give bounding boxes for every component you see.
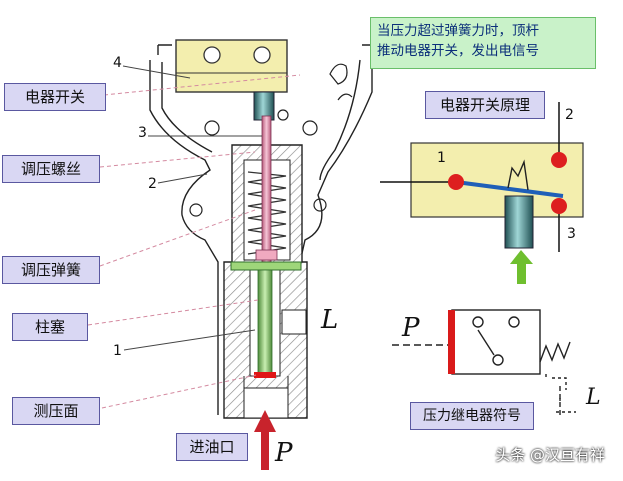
contact-number-3: 3 [567,226,576,242]
label-adjusting-screw: 调压螺丝 [2,155,100,183]
contact-number-2: 2 [565,107,574,123]
part-number-1: 1 [113,343,122,359]
port-l-symbol: L [586,385,601,410]
label-plunger: 柱塞 [12,313,88,341]
inlet-arrow [254,410,276,470]
note-line-1: 当压力超过弹簧力时，顶杆 [377,23,539,39]
contact-number-1: 1 [437,150,446,166]
ejector-rod [261,115,272,265]
lever-frame [149,44,377,415]
measuring-face [254,372,276,378]
port-p-symbol: P [402,313,420,343]
label-adjusting-spring: 调压弹簧 [2,256,100,284]
part-number-2: 2 [148,176,157,192]
label-measuring-face: 测压面 [12,397,100,425]
adjusting-spring [247,171,287,255]
plunger [257,269,273,375]
pressure-relay-symbol [392,309,576,418]
port-l-main: L [321,305,339,335]
electric-switch [175,39,288,121]
part-number-4: 4 [113,55,122,71]
explanation-note: 当压力超过弹簧力时，顶杆 推动电器开关，发出电信号 [370,17,596,69]
label-relay-symbol: 压力继电器符号 [410,402,534,430]
part-number-3: 3 [138,125,147,141]
label-switch-principle: 电器开关原理 [425,91,545,119]
rod-cap [255,249,278,261]
switch-principle-box [380,102,584,284]
leader-lines [87,65,301,409]
watermark: 头条 @汉亘有祥 [495,446,605,464]
frame-holes [189,63,353,217]
note-line-2: 推动电器开关，发出电信号 [377,43,539,59]
label-electric-switch: 电器开关 [4,83,106,111]
label-oil-inlet: 进油口 [176,433,248,461]
spring-seat [230,261,302,271]
port-p-main: P [275,438,293,468]
